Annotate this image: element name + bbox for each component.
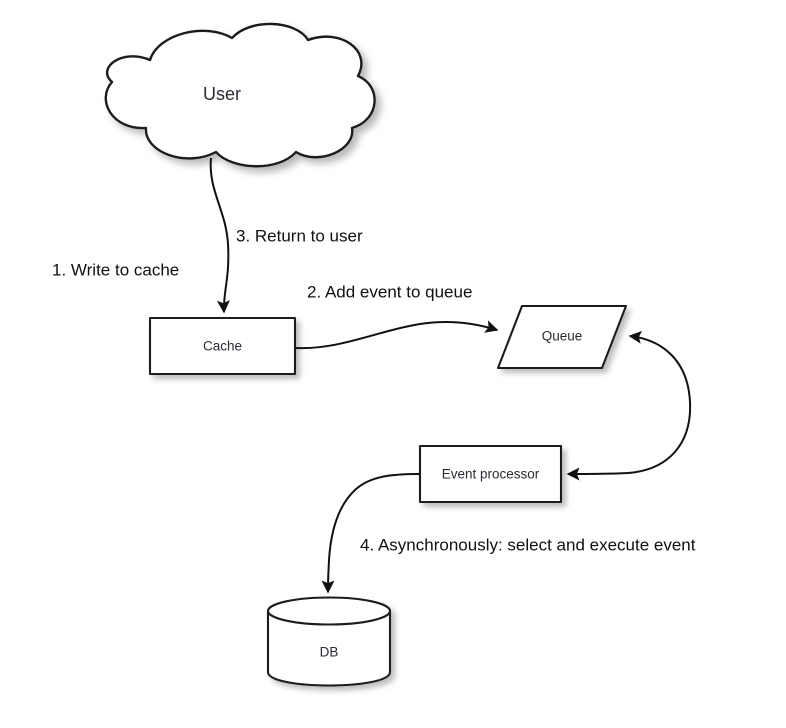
- queue-label: Queue: [542, 329, 583, 344]
- event-processor-label: Event processor: [442, 467, 540, 482]
- edge-event-processor-to-db: [321, 473, 420, 594]
- edge-cache-to-queue: [295, 320, 499, 350]
- node-queue[interactable]: Queue: [496, 304, 628, 370]
- db-cylinder-top: [266, 596, 392, 626]
- cache-label: Cache: [203, 339, 242, 354]
- step-label-1: 1. Write to cache: [52, 260, 179, 279]
- db-label: DB: [320, 645, 339, 660]
- user-cloud-shape: [104, 22, 376, 168]
- edge-user-to-cache: [209, 157, 230, 314]
- cache-box-shape: [148, 316, 297, 376]
- db-cylinder-body: [266, 610, 392, 687]
- event-processor-box-shape: [418, 444, 563, 504]
- step-label-2: 2. Add event to queue: [307, 282, 472, 301]
- edge-queue-event-processor-loop: [566, 330, 692, 481]
- node-user[interactable]: User: [104, 22, 376, 168]
- user-label: User: [203, 84, 241, 104]
- node-cache[interactable]: Cache: [148, 316, 297, 376]
- step-label-3: 3. Return to user: [236, 226, 363, 245]
- node-db[interactable]: DB: [266, 596, 392, 687]
- step-label-4: 4. Asynchronously: select and execute ev…: [360, 535, 696, 554]
- node-event-processor[interactable]: Event processor: [418, 444, 563, 504]
